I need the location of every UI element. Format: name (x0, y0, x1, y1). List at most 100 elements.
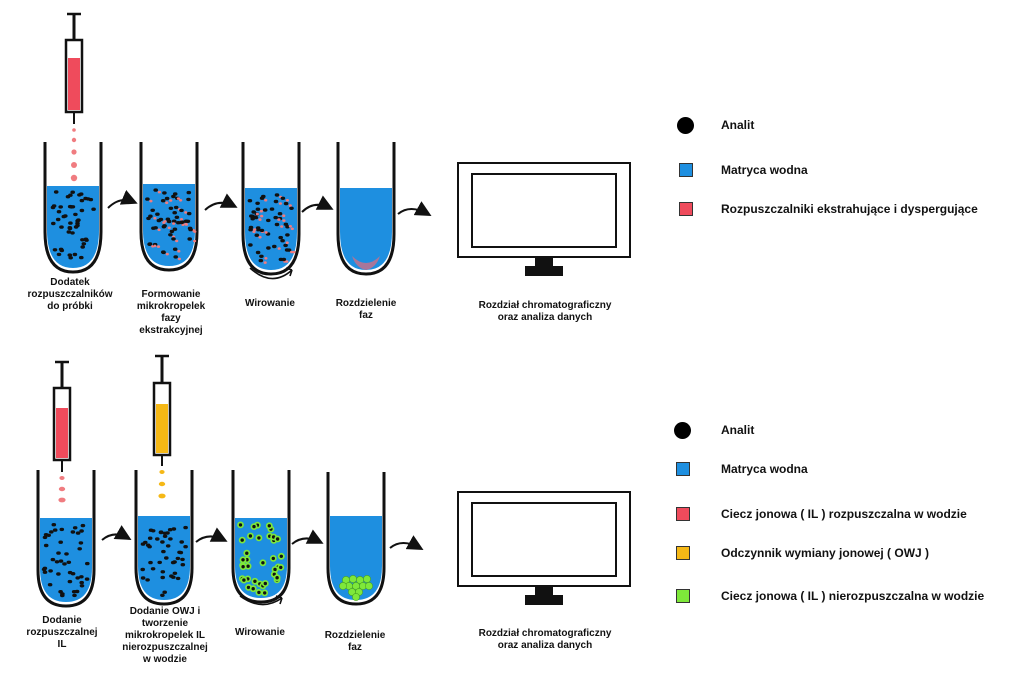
analyte-dot-icon (677, 117, 694, 134)
analyte-dot (164, 196, 170, 201)
solvent-droplet (184, 223, 188, 226)
analyte-dot (283, 243, 288, 248)
analyte-dot (169, 229, 175, 234)
analyte-dot (83, 237, 89, 241)
analyte-dot (160, 540, 165, 544)
analyte-dot (153, 226, 158, 230)
analyte-dot (161, 250, 166, 254)
analyte-dot (283, 222, 289, 226)
legend-label: Matryca wodna (721, 163, 808, 177)
analyte-dot (185, 219, 191, 223)
analyte-dot (273, 215, 279, 220)
analyte-dot (42, 535, 48, 540)
solvent-droplet (252, 230, 256, 233)
analyte-dot (140, 576, 146, 580)
solvent-droplet (253, 228, 257, 231)
analyte-dot (172, 571, 178, 575)
analyte-dot (150, 208, 155, 212)
solvent-droplet (153, 216, 157, 220)
solvent-droplet (177, 257, 181, 261)
arrow-icon (101, 525, 132, 541)
solvent-droplet (156, 245, 161, 248)
solvent-droplet (288, 204, 292, 207)
monitor-label: Rozdział chromatograficzny oraz analiza … (478, 628, 612, 651)
analyte-dot (164, 556, 169, 560)
analyte-dot (261, 561, 265, 565)
analyte-dot (171, 219, 177, 223)
analyte-dot (166, 219, 172, 224)
analyte-dot (148, 528, 154, 532)
analyte-dot (258, 258, 264, 263)
analyte-dot (245, 551, 249, 555)
syringe-fill (56, 408, 68, 458)
analyte-dot (52, 528, 58, 532)
step-label: Rozdzielenie faz (324, 630, 386, 653)
analyte-dot (84, 577, 90, 581)
arrow-icon (291, 529, 324, 545)
analyte-dot (71, 590, 77, 594)
rotation-arrow-icon (249, 267, 293, 280)
analyte-dot (248, 225, 254, 230)
solvent-droplet (176, 197, 180, 200)
step-label: Dodanie OWJ i tworzenie mikrokropelek IL… (122, 606, 208, 665)
analyte-dot (140, 542, 146, 546)
analyte-dot (179, 540, 184, 544)
analyte-dot (52, 248, 58, 252)
analyte-dot (171, 575, 176, 579)
step-label: Dodatek rozpuszczalników do próbki (27, 277, 113, 312)
analyte-dot (183, 545, 188, 549)
legend-label: Analit (721, 423, 755, 437)
solvent-droplet (282, 214, 286, 217)
analyte-dot (79, 575, 84, 579)
solvent-droplet (260, 214, 264, 218)
analyte-dot (51, 221, 56, 226)
analyte-dot (58, 559, 64, 563)
arrow-icon (389, 535, 424, 550)
analyte-dot (148, 560, 153, 565)
il-droplet (365, 582, 373, 590)
analyte-dot (171, 527, 177, 531)
solvent-droplet (280, 225, 284, 228)
analyte-dot (248, 243, 253, 247)
solvent-droplet (264, 257, 268, 260)
step-label: Wirowanie (245, 298, 295, 309)
analyte-dot (54, 560, 60, 564)
yellow-square-icon (676, 546, 690, 560)
analyte-dot (70, 530, 76, 534)
analyte-dot (47, 583, 53, 587)
arrow-icon (397, 201, 432, 216)
legend-label: Matryca wodna (721, 462, 808, 476)
solvent-droplet (288, 225, 292, 228)
analyte-dot (162, 590, 167, 594)
analyte-dot (284, 248, 290, 252)
analyte-dot (60, 593, 65, 598)
analyte-dot (269, 207, 275, 211)
arrow-icon (107, 189, 138, 209)
il-droplet (363, 575, 371, 583)
analyte-dot (58, 540, 63, 544)
analyte-dot (68, 256, 73, 260)
syringe-icon (64, 12, 84, 124)
analyte-dot (279, 565, 283, 570)
analyte-dot (49, 530, 54, 534)
rotation-arrow-icon (239, 595, 283, 606)
analyte-dot (59, 527, 65, 532)
analyte-dot (79, 529, 84, 533)
analyte-dot (167, 528, 173, 532)
analyte-dot (147, 242, 153, 246)
analyte-dot (80, 523, 86, 528)
analyte-dot (85, 197, 91, 201)
analyte-dot (75, 223, 80, 228)
syringe-icon (152, 354, 172, 466)
analyte-dot (58, 247, 64, 251)
analyte-dot (161, 225, 167, 229)
analyte-dot (77, 547, 82, 551)
legend-label: Ciecz jonowa ( IL ) rozpuszczalna w wodz… (721, 507, 967, 521)
analyte-dot (145, 578, 150, 582)
analyte-dot (157, 560, 162, 565)
analyte-dot (162, 534, 168, 538)
analyte-dot (55, 217, 61, 222)
analyte-dot (78, 541, 84, 545)
solvent-droplet (153, 244, 157, 248)
analyte-dot (186, 197, 191, 202)
